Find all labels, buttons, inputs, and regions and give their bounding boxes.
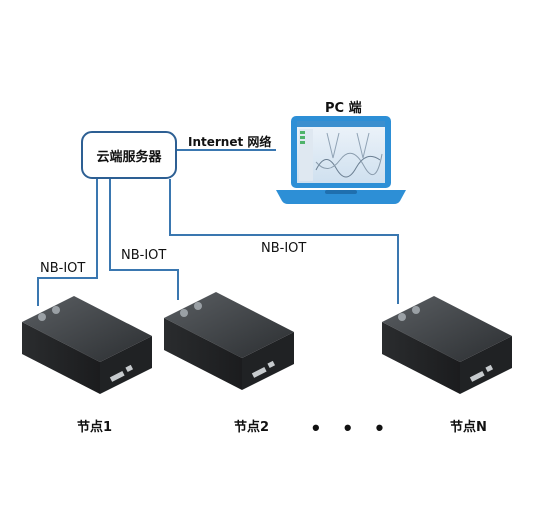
node-1-label: 节点1 (77, 420, 113, 435)
cloud-server-box: 云端服务器 (81, 131, 177, 179)
nb-link-nodeN (169, 179, 399, 304)
laptop-icon (276, 116, 406, 204)
cloud-server-label: 云端服务器 (96, 149, 162, 165)
device-node-2 (164, 292, 294, 390)
pc-label: PC 端 (325, 101, 362, 116)
nb-iot-label-2: NB-IOT (121, 248, 167, 263)
device-node-1 (22, 296, 152, 394)
nb-iot-label-1: NB-IOT (40, 261, 86, 276)
connection-lines (37, 149, 399, 306)
node-2-label: 节点2 (234, 420, 270, 435)
ellipsis: • • • (312, 415, 393, 440)
device-node-n (382, 296, 512, 394)
nb-link-node1 (37, 179, 98, 306)
internet-link-label: Internet 网络 (188, 135, 272, 149)
node-n-label: 节点N (450, 420, 487, 435)
nb-iot-label-n: NB-IOT (261, 241, 307, 256)
nb-link-node2 (109, 179, 179, 300)
